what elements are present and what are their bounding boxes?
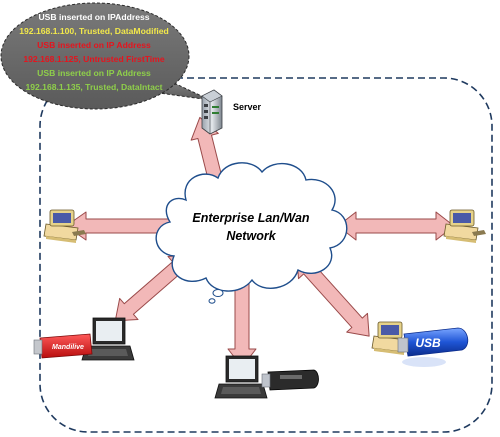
bubble-line-4: 192.168.1.125, Untrusted FirstTime [23,54,164,64]
bubble-line-6: 192.168.1.135, Trusted, DataIntact [25,82,162,92]
workstation-right-icon[interactable] [443,209,486,243]
enterprise-boundary [39,77,493,433]
bubble-line-1: USB inserted on IPAddress [38,12,149,22]
workstation-left-icon[interactable] [43,209,86,243]
laptop-left-icon[interactable] [81,317,135,361]
workstation-bottom-right-icon[interactable] [371,321,407,355]
usb-drive-red-icon[interactable]: Mandilive [33,333,93,359]
usb-blue-label: USB [415,336,441,350]
bubble-line-2: 192.168.1.100, Trusted, DataModified [19,26,169,36]
bubble-line-3: USB inserted on IP Address [37,40,151,50]
network-cloud: Enterprise Lan/Wan Network [155,162,348,304]
laptop-bottom-icon[interactable] [214,355,268,399]
alert-bubble: USB inserted on IPAddress 192.168.1.100,… [0,2,211,110]
cloud-title-line2: Network [226,229,276,243]
arrow-right-workstation [337,211,455,241]
usb-drive-black-icon[interactable] [261,369,319,391]
bubble-line-5: USB inserted on IP Address [37,68,151,78]
server-icon[interactable] [201,89,223,135]
cloud-title-line1: Enterprise Lan/Wan [192,211,310,225]
usb-red-brand: Mandilive [52,344,84,351]
usb-drive-blue-icon[interactable]: USB [397,327,469,367]
server-label: Server [233,102,262,112]
